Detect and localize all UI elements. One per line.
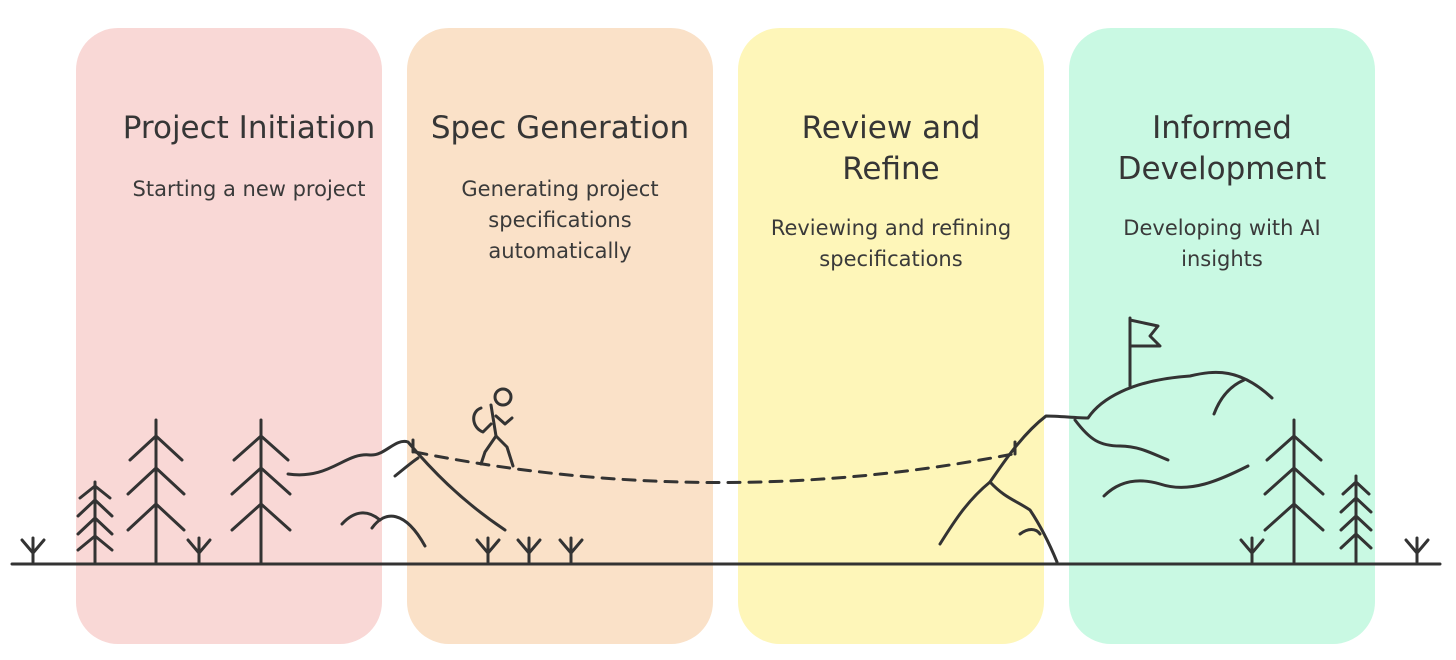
stage-description: Starting a new project [96, 174, 402, 205]
stage-panel-project-initiation: Project Initiation Starting a new projec… [76, 28, 382, 644]
stage-description: Developing with AI insights [1069, 213, 1375, 275]
grass-tuft-icon [22, 538, 44, 562]
stage-title: Informed Development [1069, 108, 1375, 190]
stage-description: Generating project specifications automa… [407, 174, 713, 267]
stage-title: Review and Refine [738, 108, 1044, 190]
stage-panel-informed-development: Informed Development Developing with AI … [1069, 28, 1375, 644]
stage-description: Reviewing and refining specifications [728, 213, 1054, 275]
stage-title: Project Initiation [96, 108, 402, 149]
stage-title: Spec Generation [407, 108, 713, 149]
grass-tuft-icon [1406, 538, 1428, 562]
stage-panel-spec-generation: Spec Generation Generating project speci… [407, 28, 713, 644]
stage-panel-review-and-refine: Review and Refine Reviewing and refining… [738, 28, 1044, 644]
